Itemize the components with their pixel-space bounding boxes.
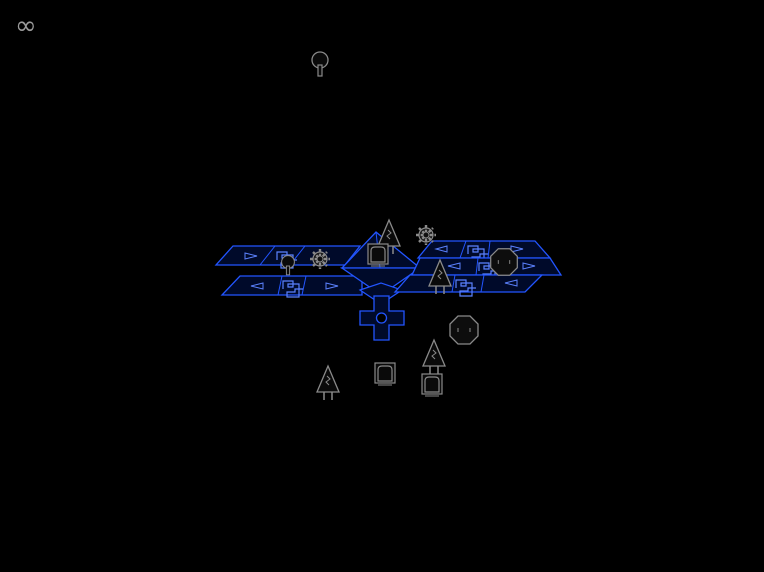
gear-icon[interactable] [308, 247, 332, 271]
left-arrow-icon [434, 245, 448, 253]
left-arrow-icon [447, 262, 461, 270]
hub-diamond[interactable] [339, 267, 423, 296]
left-arrow-icon [504, 279, 518, 287]
right-arrow-icon [522, 262, 536, 270]
pawn-icon[interactable] [311, 51, 329, 77]
tree-icon[interactable] [422, 339, 446, 375]
crate-icon[interactable] [421, 373, 443, 397]
crate-icon[interactable] [374, 362, 396, 386]
tree-icon[interactable] [316, 365, 340, 401]
crate-icon[interactable] [367, 243, 389, 267]
left-arrow-icon [250, 282, 264, 290]
right-platform[interactable] [393, 240, 563, 297]
gear-icon[interactable] [414, 223, 438, 247]
pawn-icon[interactable] [281, 255, 295, 276]
right-arrow-icon [325, 282, 339, 290]
hub-socket[interactable] [375, 312, 388, 324]
platform-tile[interactable] [220, 275, 363, 296]
octagon-icon[interactable] [449, 315, 479, 345]
right-arrow-icon [510, 245, 524, 253]
right-arrow-icon [244, 252, 258, 260]
octagon-icon[interactable] [490, 248, 518, 276]
